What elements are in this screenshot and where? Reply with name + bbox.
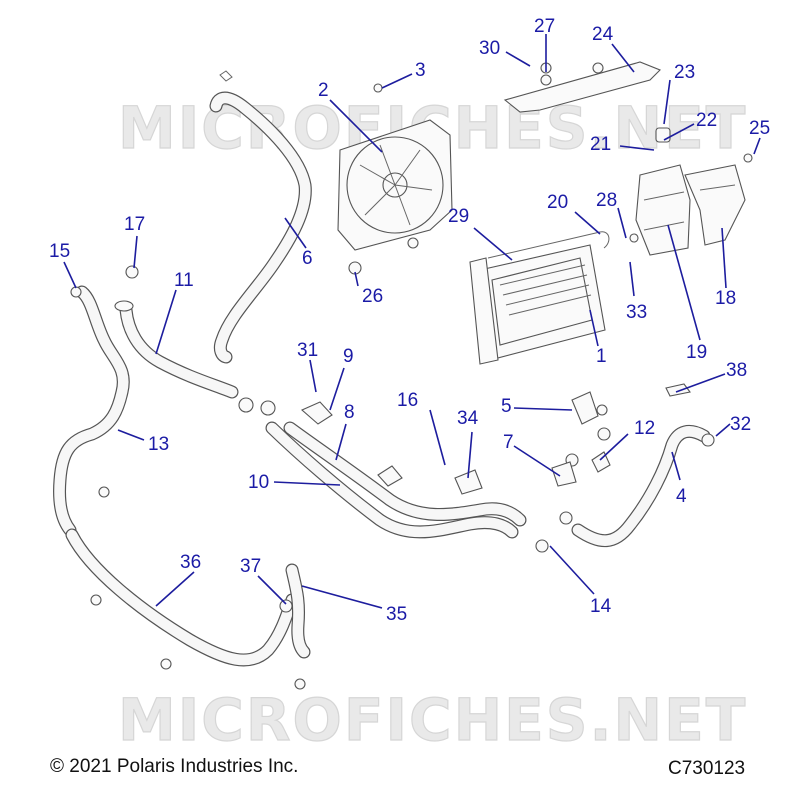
callout-30: 30 — [479, 38, 500, 59]
callout-10: 10 — [248, 472, 269, 493]
bracket-24 — [503, 61, 661, 113]
callout-20: 20 — [547, 192, 568, 213]
copyright-notice: © 2021 Polaris Industries Inc. — [50, 756, 299, 777]
callout-14: 14 — [590, 596, 612, 617]
callout-9: 9 — [343, 346, 354, 367]
callout-33: 33 — [626, 302, 647, 323]
callout-24: 24 — [592, 24, 614, 45]
bracket-18 — [684, 164, 746, 246]
callout-15: 15 — [49, 241, 70, 262]
callout-23: 23 — [674, 62, 695, 83]
callout-4: 4 — [676, 486, 687, 507]
callout-35: 35 — [386, 604, 407, 625]
callout-29: 29 — [448, 206, 469, 227]
radiator — [469, 231, 610, 365]
tube-8 — [283, 421, 527, 527]
hose-4 — [571, 424, 711, 548]
fan-assembly — [337, 119, 453, 251]
callout-27: 27 — [534, 16, 555, 37]
callout-16: 16 — [397, 390, 418, 411]
callout-2: 2 — [318, 80, 329, 101]
callout-7: 7 — [503, 432, 514, 453]
callout-1: 1 — [596, 346, 607, 367]
callout-12: 12 — [634, 418, 655, 439]
callout-26: 26 — [362, 286, 383, 307]
hose-13 — [53, 285, 130, 537]
tube-10 — [265, 421, 519, 539]
fittings — [70, 62, 753, 690]
drawing-number: C730123 — [668, 758, 746, 779]
callout-34: 34 — [457, 408, 479, 429]
callout-36: 36 — [180, 552, 201, 573]
hose-11 — [114, 300, 239, 399]
leader-lines — [63, 34, 761, 609]
callout-37: 37 — [240, 556, 261, 577]
callout-8: 8 — [344, 402, 355, 423]
callout-22: 22 — [696, 110, 717, 131]
callout-3: 3 — [415, 60, 426, 81]
callout-38: 38 — [726, 360, 747, 381]
callout-19: 19 — [686, 342, 707, 363]
callout-31: 31 — [297, 340, 318, 361]
callout-6: 6 — [302, 248, 313, 269]
hose-35 — [285, 563, 311, 659]
callout-18: 18 — [715, 288, 736, 309]
callout-11: 11 — [174, 270, 194, 291]
hose-36 — [65, 528, 299, 667]
callout-25: 25 — [749, 118, 770, 139]
callout-28: 28 — [596, 190, 617, 211]
hose-6 — [209, 70, 312, 364]
callout-5: 5 — [501, 396, 512, 417]
callout-32: 32 — [730, 414, 751, 435]
callout-13: 13 — [148, 434, 169, 455]
callout-labels: 1 2 3 4 5 6 7 8 9 10 11 12 13 14 15 16 1… — [49, 16, 770, 625]
watermark-bottom: MICROFICHES.NET — [118, 686, 747, 754]
callout-17: 17 — [124, 214, 145, 235]
callout-21: 21 — [590, 134, 611, 155]
